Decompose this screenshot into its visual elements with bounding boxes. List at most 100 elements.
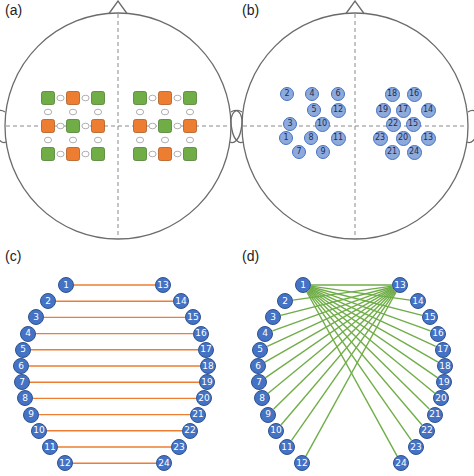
channel-marker (82, 95, 89, 101)
channel-number: 21 (387, 148, 397, 156)
channel-circle: 7 (292, 145, 306, 159)
channel-marker (57, 95, 64, 101)
channel-node: 20 (196, 390, 212, 406)
channel-node: 2 (277, 293, 293, 309)
channel-node: 10 (268, 423, 284, 439)
channel-circle: 14 (421, 103, 436, 118)
connection-line (309, 291, 430, 409)
channel-node: 17 (435, 342, 451, 358)
channel-node: 9 (260, 407, 276, 423)
channel-number: 22 (421, 426, 432, 435)
channel-number: 13 (423, 134, 433, 142)
channel-number: 6 (18, 362, 24, 371)
channel-circle: 17 (396, 103, 411, 118)
channel-node: 8 (17, 390, 33, 406)
source-optode (134, 92, 147, 105)
channel-marker (186, 137, 193, 143)
connection-line (267, 288, 392, 346)
channel-node: 12 (294, 455, 310, 471)
channel-number: 11 (333, 134, 343, 142)
channel-number: 7 (19, 378, 25, 387)
channel-circle: 22 (386, 117, 401, 132)
channel-number: 11 (281, 443, 292, 452)
channel-node: 23 (171, 439, 187, 455)
channel-node: 19 (199, 374, 215, 390)
channel-node: 21 (427, 407, 443, 423)
channel-number: 8 (259, 394, 265, 403)
detector-optode (184, 120, 197, 133)
channel-node: 22 (419, 423, 435, 439)
head-outline (0, 1, 242, 239)
source-optode (92, 148, 105, 161)
channel-number: 11 (44, 443, 55, 452)
channel-node: 24 (156, 455, 172, 471)
channel-node: 24 (393, 455, 409, 471)
channel-number: 9 (28, 410, 34, 419)
channel-number: 24 (158, 459, 169, 468)
panel-label: (a) (4, 2, 23, 18)
channel-number: 13 (157, 281, 168, 290)
channel-marker (94, 109, 101, 115)
channel-marker (161, 109, 168, 115)
channel-marker (82, 123, 89, 129)
optode-grid (42, 92, 197, 161)
detector-optode (67, 92, 80, 105)
channel-node: 12 (57, 455, 73, 471)
channel-circle: 12 (331, 103, 346, 118)
channel-circle: 5 (307, 103, 321, 117)
channel-number: 18 (439, 362, 450, 371)
source-optode (67, 120, 80, 133)
channel-number: 8 (308, 134, 313, 142)
channel-number: 14 (423, 106, 433, 114)
head-outline (231, 1, 474, 239)
channel-node: 18 (437, 358, 453, 374)
channel-number: 1 (300, 281, 306, 290)
detector-optode (134, 120, 147, 133)
connection-line (306, 292, 396, 456)
connection-line (307, 292, 397, 456)
source-optode (159, 120, 172, 133)
connection-line (33, 398, 196, 399)
channel-circle: 23 (373, 131, 388, 146)
channel-number: 21 (429, 410, 440, 419)
channel-marker (136, 137, 143, 143)
channel-marker (44, 109, 51, 115)
connection-line (44, 317, 185, 318)
channel-number: 12 (333, 106, 343, 114)
channel-number: 10 (317, 120, 327, 128)
channel-node: 11 (279, 439, 295, 455)
connection-line (31, 349, 198, 350)
channel-marker (149, 123, 156, 129)
channel-node: 13 (392, 277, 408, 293)
connection-line (281, 291, 395, 425)
channel-number: 3 (33, 313, 39, 322)
channel-number: 14 (412, 297, 423, 306)
channel-node: 16 (193, 326, 209, 342)
channel-number: 19 (378, 106, 388, 114)
channel-number: 20 (398, 134, 408, 142)
connection-line (265, 289, 393, 362)
channel-circle: 1 (279, 131, 293, 145)
channel-number: 6 (255, 362, 261, 371)
channel-number: 3 (287, 120, 292, 128)
channel-number: 24 (409, 148, 419, 156)
detector-optode (159, 92, 172, 105)
channel-circle: 8 (304, 131, 318, 145)
channel-circle: 2 (280, 87, 294, 101)
channel-number: 9 (265, 410, 271, 419)
connection-line (29, 365, 200, 366)
channel-number: 2 (284, 90, 289, 98)
channel-number: 5 (257, 345, 263, 354)
channel-node: 15 (185, 309, 201, 325)
connection-line (268, 290, 394, 393)
channel-number: 4 (309, 90, 314, 98)
connection-line (58, 446, 171, 447)
connection-line (30, 381, 199, 382)
source-optode (134, 148, 147, 161)
channel-marker (174, 123, 181, 129)
channel-number: 12 (296, 459, 307, 468)
connection-line (73, 462, 156, 463)
panel-label: (c) (4, 248, 22, 264)
